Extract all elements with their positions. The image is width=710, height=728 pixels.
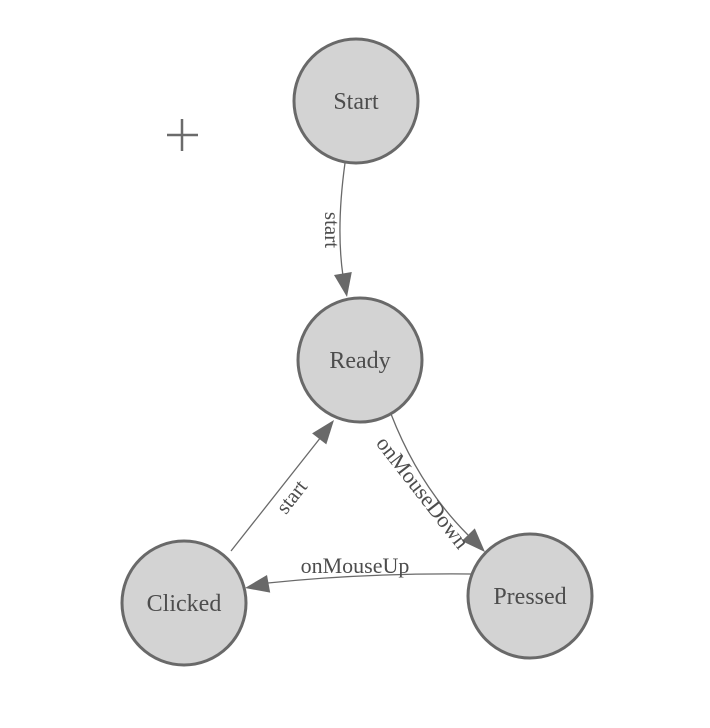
edge-ready-to-pressed[interactable]: onMouseDown	[371, 413, 485, 554]
edge-clicked-to-ready-line[interactable]	[230, 436, 322, 552]
node-clicked-circle[interactable]	[120, 539, 248, 667]
edge-start-to-ready-line[interactable]	[339, 162, 346, 277]
node-ready-circle[interactable]	[296, 296, 424, 424]
crosshair-cursor-icon	[167, 119, 198, 151]
node-clicked[interactable]: Clicked	[120, 539, 248, 667]
edge-start-to-ready[interactable]: start	[320, 162, 352, 297]
node-start-circle[interactable]	[292, 37, 420, 165]
edge-label-onmousedown: onMouseDown	[371, 431, 474, 553]
edge-ready-to-pressed-line[interactable]	[390, 413, 469, 536]
node-ready[interactable]: Ready	[296, 296, 424, 424]
edge-pressed-to-clicked-arrowhead-icon	[245, 575, 271, 593]
node-pressed-label: Pressed	[493, 584, 566, 610]
edge-label-onmouseup: onMouseUp	[301, 553, 410, 578]
node-pressed[interactable]: Pressed	[466, 532, 594, 660]
edge-ready-to-pressed-arrowhead-icon	[461, 528, 485, 552]
node-clicked-label: Clicked	[147, 591, 222, 617]
edge-start-to-ready-arrowhead-icon	[334, 272, 352, 297]
edge-clicked-to-ready[interactable]: start	[230, 420, 334, 552]
node-start[interactable]: Start	[292, 37, 420, 165]
edge-pressed-to-clicked[interactable]: onMouseUp	[245, 553, 472, 593]
edge-clicked-to-ready-arrowhead-icon	[312, 420, 334, 445]
node-pressed-circle[interactable]	[466, 532, 594, 660]
edge-label-start-2: start	[271, 475, 312, 518]
edge-label-start-1: start	[320, 212, 344, 248]
node-start-label: Start	[333, 89, 379, 115]
node-ready-label: Ready	[329, 348, 390, 374]
edge-pressed-to-clicked-line[interactable]	[267, 573, 472, 584]
